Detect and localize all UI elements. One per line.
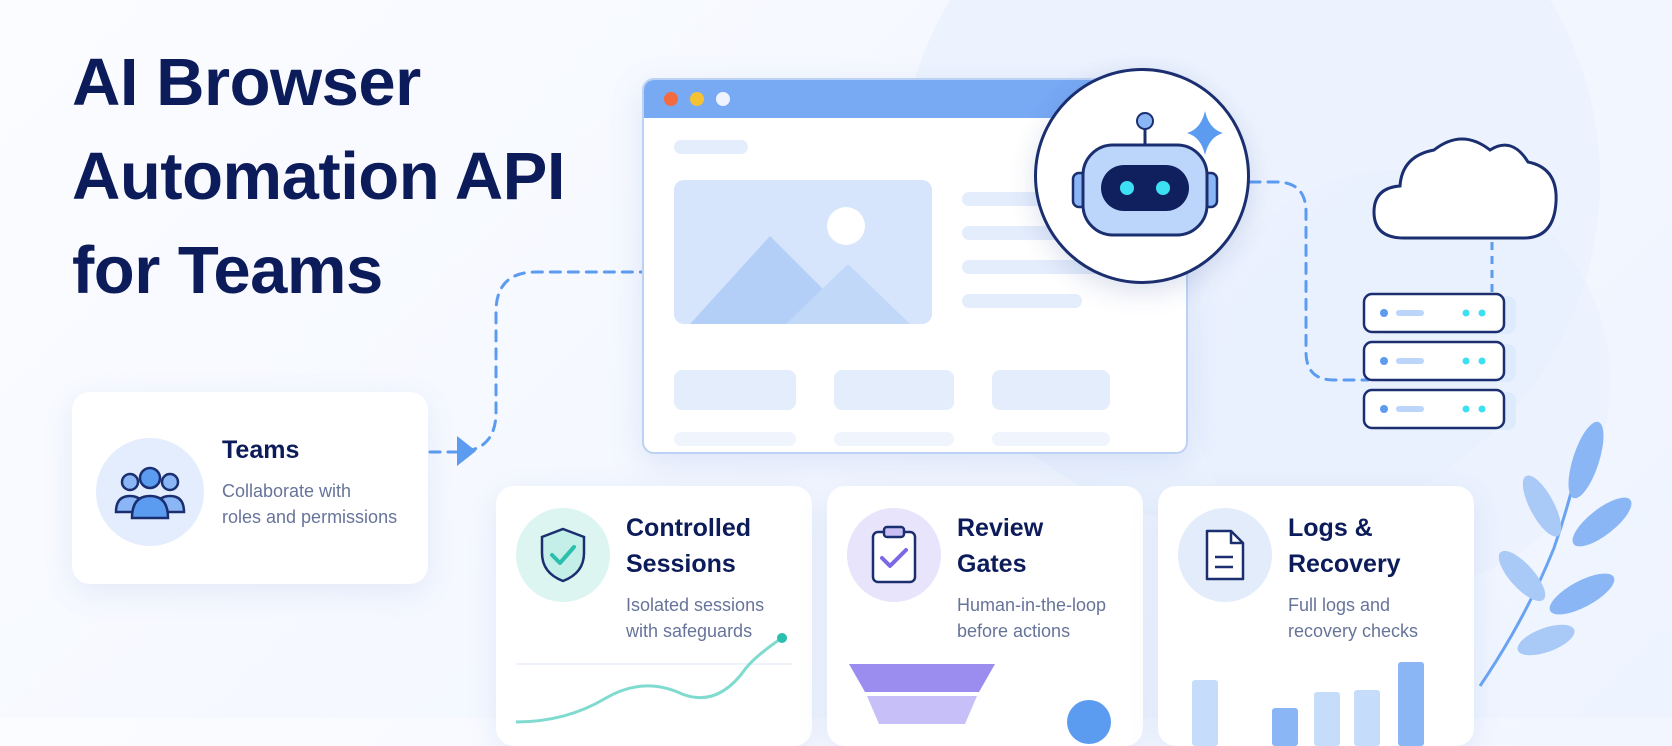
- skeleton-footer: [992, 432, 1110, 446]
- review-gates-card[interactable]: Review Gates Human-in-the-loop before ac…: [827, 486, 1143, 746]
- logs-recovery-description: Full logs and recovery checks: [1288, 592, 1418, 644]
- controlled-sessions-description-line-2: with safeguards: [626, 621, 753, 642]
- document-icon: [1205, 529, 1245, 581]
- logs-bars-illustration: [1192, 662, 1424, 746]
- teams-card-description-line-1: Collaborate with: [222, 481, 352, 501]
- controlled-sessions-description-line-1: Isolated sessions: [626, 595, 765, 615]
- skeleton-heading: [674, 140, 748, 154]
- connector-robot-to-servers: [1248, 180, 1370, 382]
- server-stack-icon: [1362, 292, 1516, 430]
- logs-recovery-description-line-2: recovery checks: [1288, 621, 1419, 642]
- image-landscape-icon: [674, 180, 932, 324]
- controlled-sessions-title-line-2: Sessions: [626, 550, 736, 579]
- logs-recovery-card[interactable]: Logs & Recovery Full logs and recovery c…: [1158, 486, 1474, 746]
- teams-card-title: Teams: [222, 436, 300, 464]
- clipboard-check-icon: [871, 525, 917, 584]
- users-icon: [114, 466, 186, 520]
- review-gates-title-line-1: Review: [957, 514, 1044, 542]
- teams-card[interactable]: Teams Collaborate with roles and permiss…: [72, 392, 428, 584]
- hero-title: AI Browser Automation API for Teams: [72, 36, 565, 317]
- teams-icon-circle: [96, 438, 204, 546]
- skeleton-button: [674, 370, 796, 410]
- logs-recovery-icon-circle: [1178, 508, 1272, 602]
- teams-card-description-line-2: roles and permissions: [222, 507, 398, 528]
- cloud-icon: [1372, 137, 1558, 240]
- review-gates-title: Review Gates: [957, 510, 1043, 583]
- controlled-sessions-title: Controlled Sessions: [626, 510, 751, 583]
- teams-card-description: Collaborate with roles and permissions: [222, 478, 397, 530]
- review-gates-description: Human-in-the-loop before actions: [957, 592, 1106, 644]
- review-funnel-illustration: [849, 664, 1111, 744]
- skeleton-footer: [834, 432, 954, 446]
- review-gates-title-line-2: Gates: [957, 550, 1027, 579]
- hero-title-line-1: AI Browser: [72, 45, 421, 120]
- connector-arrowhead: [457, 436, 476, 466]
- robot-icon: [1071, 111, 1223, 237]
- shield-check-icon: [540, 527, 586, 583]
- dashed-connectors: [428, 180, 1494, 466]
- skeleton-line: [962, 294, 1082, 308]
- logs-recovery-title-line-1: Logs &: [1288, 514, 1373, 542]
- controlled-sessions-card[interactable]: Controlled Sessions Isolated sessions wi…: [496, 486, 812, 746]
- skeleton-footer: [674, 432, 796, 446]
- window-close-dot: [664, 92, 678, 106]
- skeleton-button: [992, 370, 1110, 410]
- robot-badge: [1034, 68, 1250, 284]
- controlled-sessions-title-line-1: Controlled: [626, 514, 751, 542]
- image-placeholder: [674, 180, 932, 324]
- hero-title-line-3: for Teams: [72, 232, 383, 308]
- hero-title-line-2: Automation API: [72, 138, 565, 214]
- decorative-leaves-icon: [1478, 421, 1632, 687]
- window-maximize-dot: [716, 92, 730, 106]
- skeleton-button: [834, 370, 954, 410]
- review-gates-description-line-2: before actions: [957, 621, 1071, 642]
- review-gates-description-line-1: Human-in-the-loop: [957, 595, 1107, 615]
- review-gates-icon-circle: [847, 508, 941, 602]
- logs-recovery-description-line-1: Full logs and: [1288, 595, 1391, 615]
- sessions-trend-illustration: [515, 633, 792, 724]
- logs-recovery-title-line-2: Recovery: [1288, 550, 1401, 579]
- logs-recovery-title: Logs & Recovery: [1288, 510, 1401, 583]
- window-minimize-dot: [690, 92, 704, 106]
- controlled-sessions-icon-circle: [516, 508, 610, 602]
- controlled-sessions-description: Isolated sessions with safeguards: [626, 592, 764, 644]
